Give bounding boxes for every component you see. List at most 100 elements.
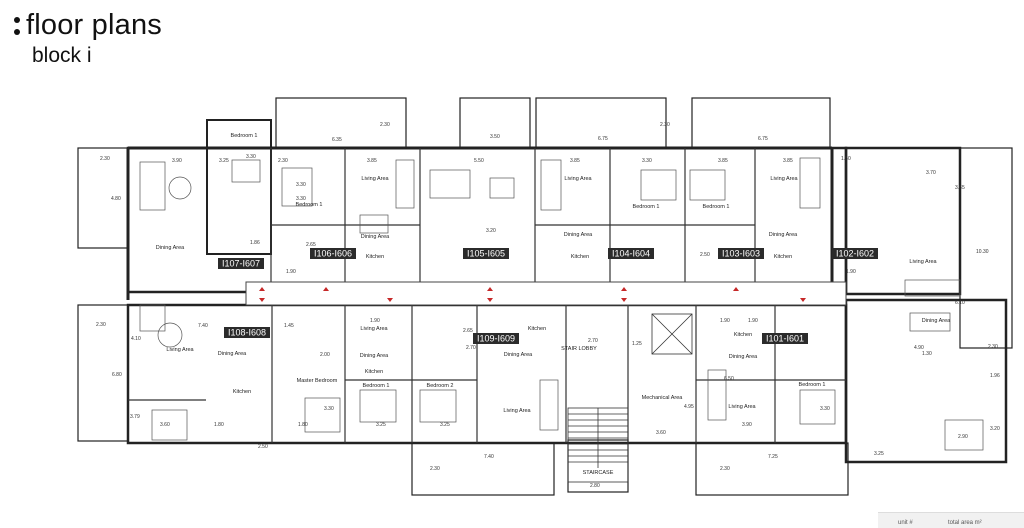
dimension: 3.25: [376, 422, 386, 428]
unit-tag: I106-I606: [310, 248, 356, 259]
dimension: 2.30: [720, 466, 730, 472]
dimension: 1.90: [720, 318, 730, 324]
unit-tag: I102-I602: [832, 248, 878, 259]
room-label: Bedroom 1: [296, 202, 323, 208]
dimension: 6.35: [332, 137, 342, 143]
dimension: 10.30: [976, 249, 989, 255]
colon-logo-icon: [14, 17, 20, 35]
dimension: 1.45: [284, 323, 294, 329]
unit-tag: I104-I604: [608, 248, 654, 259]
room-label: Living Area: [564, 176, 592, 182]
room-label: Kitchen: [365, 369, 383, 375]
dimension: 2.30: [430, 466, 440, 472]
dimension: 3.85: [570, 158, 580, 164]
dimension: 1.50: [841, 156, 851, 162]
unit-tag: I105-I605: [463, 248, 509, 259]
dimension: 6.80: [112, 372, 122, 378]
room-label: Bedroom 1: [703, 204, 730, 210]
room-label: Dining Area: [564, 232, 593, 238]
unit-tag: I103-I603: [718, 248, 764, 259]
room-label: Bedroom 1: [799, 382, 826, 388]
dimension: 3.79: [130, 414, 140, 420]
dimension: 7.25: [768, 454, 778, 460]
dimension: 3.90: [742, 422, 752, 428]
dimension: 6.10: [955, 300, 965, 306]
dimension: 3.20: [486, 228, 496, 234]
room-label: STAIRCASE: [583, 470, 614, 476]
dimension: 3.30: [296, 182, 306, 188]
dimension: 3.50: [490, 134, 500, 140]
room-label: Dining Area: [504, 352, 533, 358]
plan-walls: [77, 97, 1013, 496]
unit-id: I102-I602: [836, 249, 874, 259]
room-label: Dining Area: [156, 245, 185, 251]
dimension: 3.30: [324, 406, 334, 412]
unit-tag: I109-I609: [473, 333, 519, 344]
dimension: 3.85: [367, 158, 377, 164]
room-labels: Bedroom 1 Bedroom 1 Living Area Dining A…: [156, 133, 951, 476]
room-label: Dining Area: [361, 234, 390, 240]
unit-id: I103-I603: [722, 249, 760, 259]
dimension: 2.50: [700, 252, 710, 258]
dimension: 1.90: [748, 318, 758, 324]
room-label: Living Area: [360, 326, 388, 332]
dimension: 7.40: [484, 454, 494, 460]
header: floor plans block i: [14, 8, 162, 68]
dimension: 1.86: [250, 240, 260, 246]
unit-tags: I107-I607 I106-I606 I105-I605 I104-I604 …: [218, 248, 878, 344]
dimension: 2.65: [306, 242, 316, 248]
corridor: [245, 281, 847, 306]
interior-walls: [128, 148, 846, 443]
room-label: Mechanical Area: [642, 395, 684, 401]
unit-id: I106-I606: [314, 249, 352, 259]
dimension: 3.30: [296, 196, 306, 202]
room-label: Living Area: [770, 176, 798, 182]
dimension: 3.60: [656, 430, 666, 436]
area-legend: unit # total area m²: [878, 512, 1024, 528]
dimension: 3.65: [955, 185, 965, 191]
unit-id: I108-I608: [228, 328, 266, 338]
room-label: Living Area: [166, 347, 194, 353]
dimension: 3.25: [219, 158, 229, 164]
room-label: Kitchen: [366, 254, 384, 260]
dimension: 1.96: [990, 373, 1000, 379]
page-title: floor plans: [14, 8, 162, 42]
room-label: Dining Area: [729, 354, 758, 360]
dimension: 2.70: [588, 338, 598, 344]
room-label: STAIR LOBBY: [561, 346, 597, 352]
dimension: 6.75: [598, 136, 608, 142]
dimension: 3.20: [990, 426, 1000, 432]
dimension: 3.30: [642, 158, 652, 164]
dimension: 7.40: [198, 323, 208, 329]
room-label: Dining Area: [922, 318, 951, 324]
room-label: Bedroom 1: [363, 383, 390, 389]
legend-unit-label: unit #: [898, 520, 913, 526]
dimension: 2.70: [466, 345, 476, 351]
unit-id: I104-I604: [612, 249, 650, 259]
dimension: 2.65: [463, 328, 473, 334]
dimension: 4.95: [684, 404, 694, 410]
dimension: 3.25: [874, 451, 884, 457]
dimension: 3.85: [718, 158, 728, 164]
dimension: 3.30: [820, 406, 830, 412]
dimension: 1.25: [632, 341, 642, 347]
room-label: Dining Area: [218, 351, 247, 357]
dimension: 3.70: [926, 170, 936, 176]
room-label: Kitchen: [774, 254, 792, 260]
unit-id: I109-I609: [477, 334, 515, 344]
room-label: Living Area: [909, 259, 937, 265]
dimension: 4.80: [111, 196, 121, 202]
dimension: 1.90: [370, 318, 380, 324]
room-label: Dining Area: [769, 232, 798, 238]
dimension: 2.30: [278, 158, 288, 164]
legend-area-label: total area m²: [948, 520, 982, 526]
room-label: Kitchen: [571, 254, 589, 260]
dimension: 3.60: [160, 422, 170, 428]
dimension: 2.00: [320, 352, 330, 358]
dimension: 1.80: [298, 422, 308, 428]
unit-id: I107-I607: [222, 259, 260, 269]
dimension: 6.75: [758, 136, 768, 142]
dimension: 5.50: [474, 158, 484, 164]
page-title-text: floor plans: [26, 9, 162, 41]
room-label: Master Bedroom: [297, 378, 338, 384]
